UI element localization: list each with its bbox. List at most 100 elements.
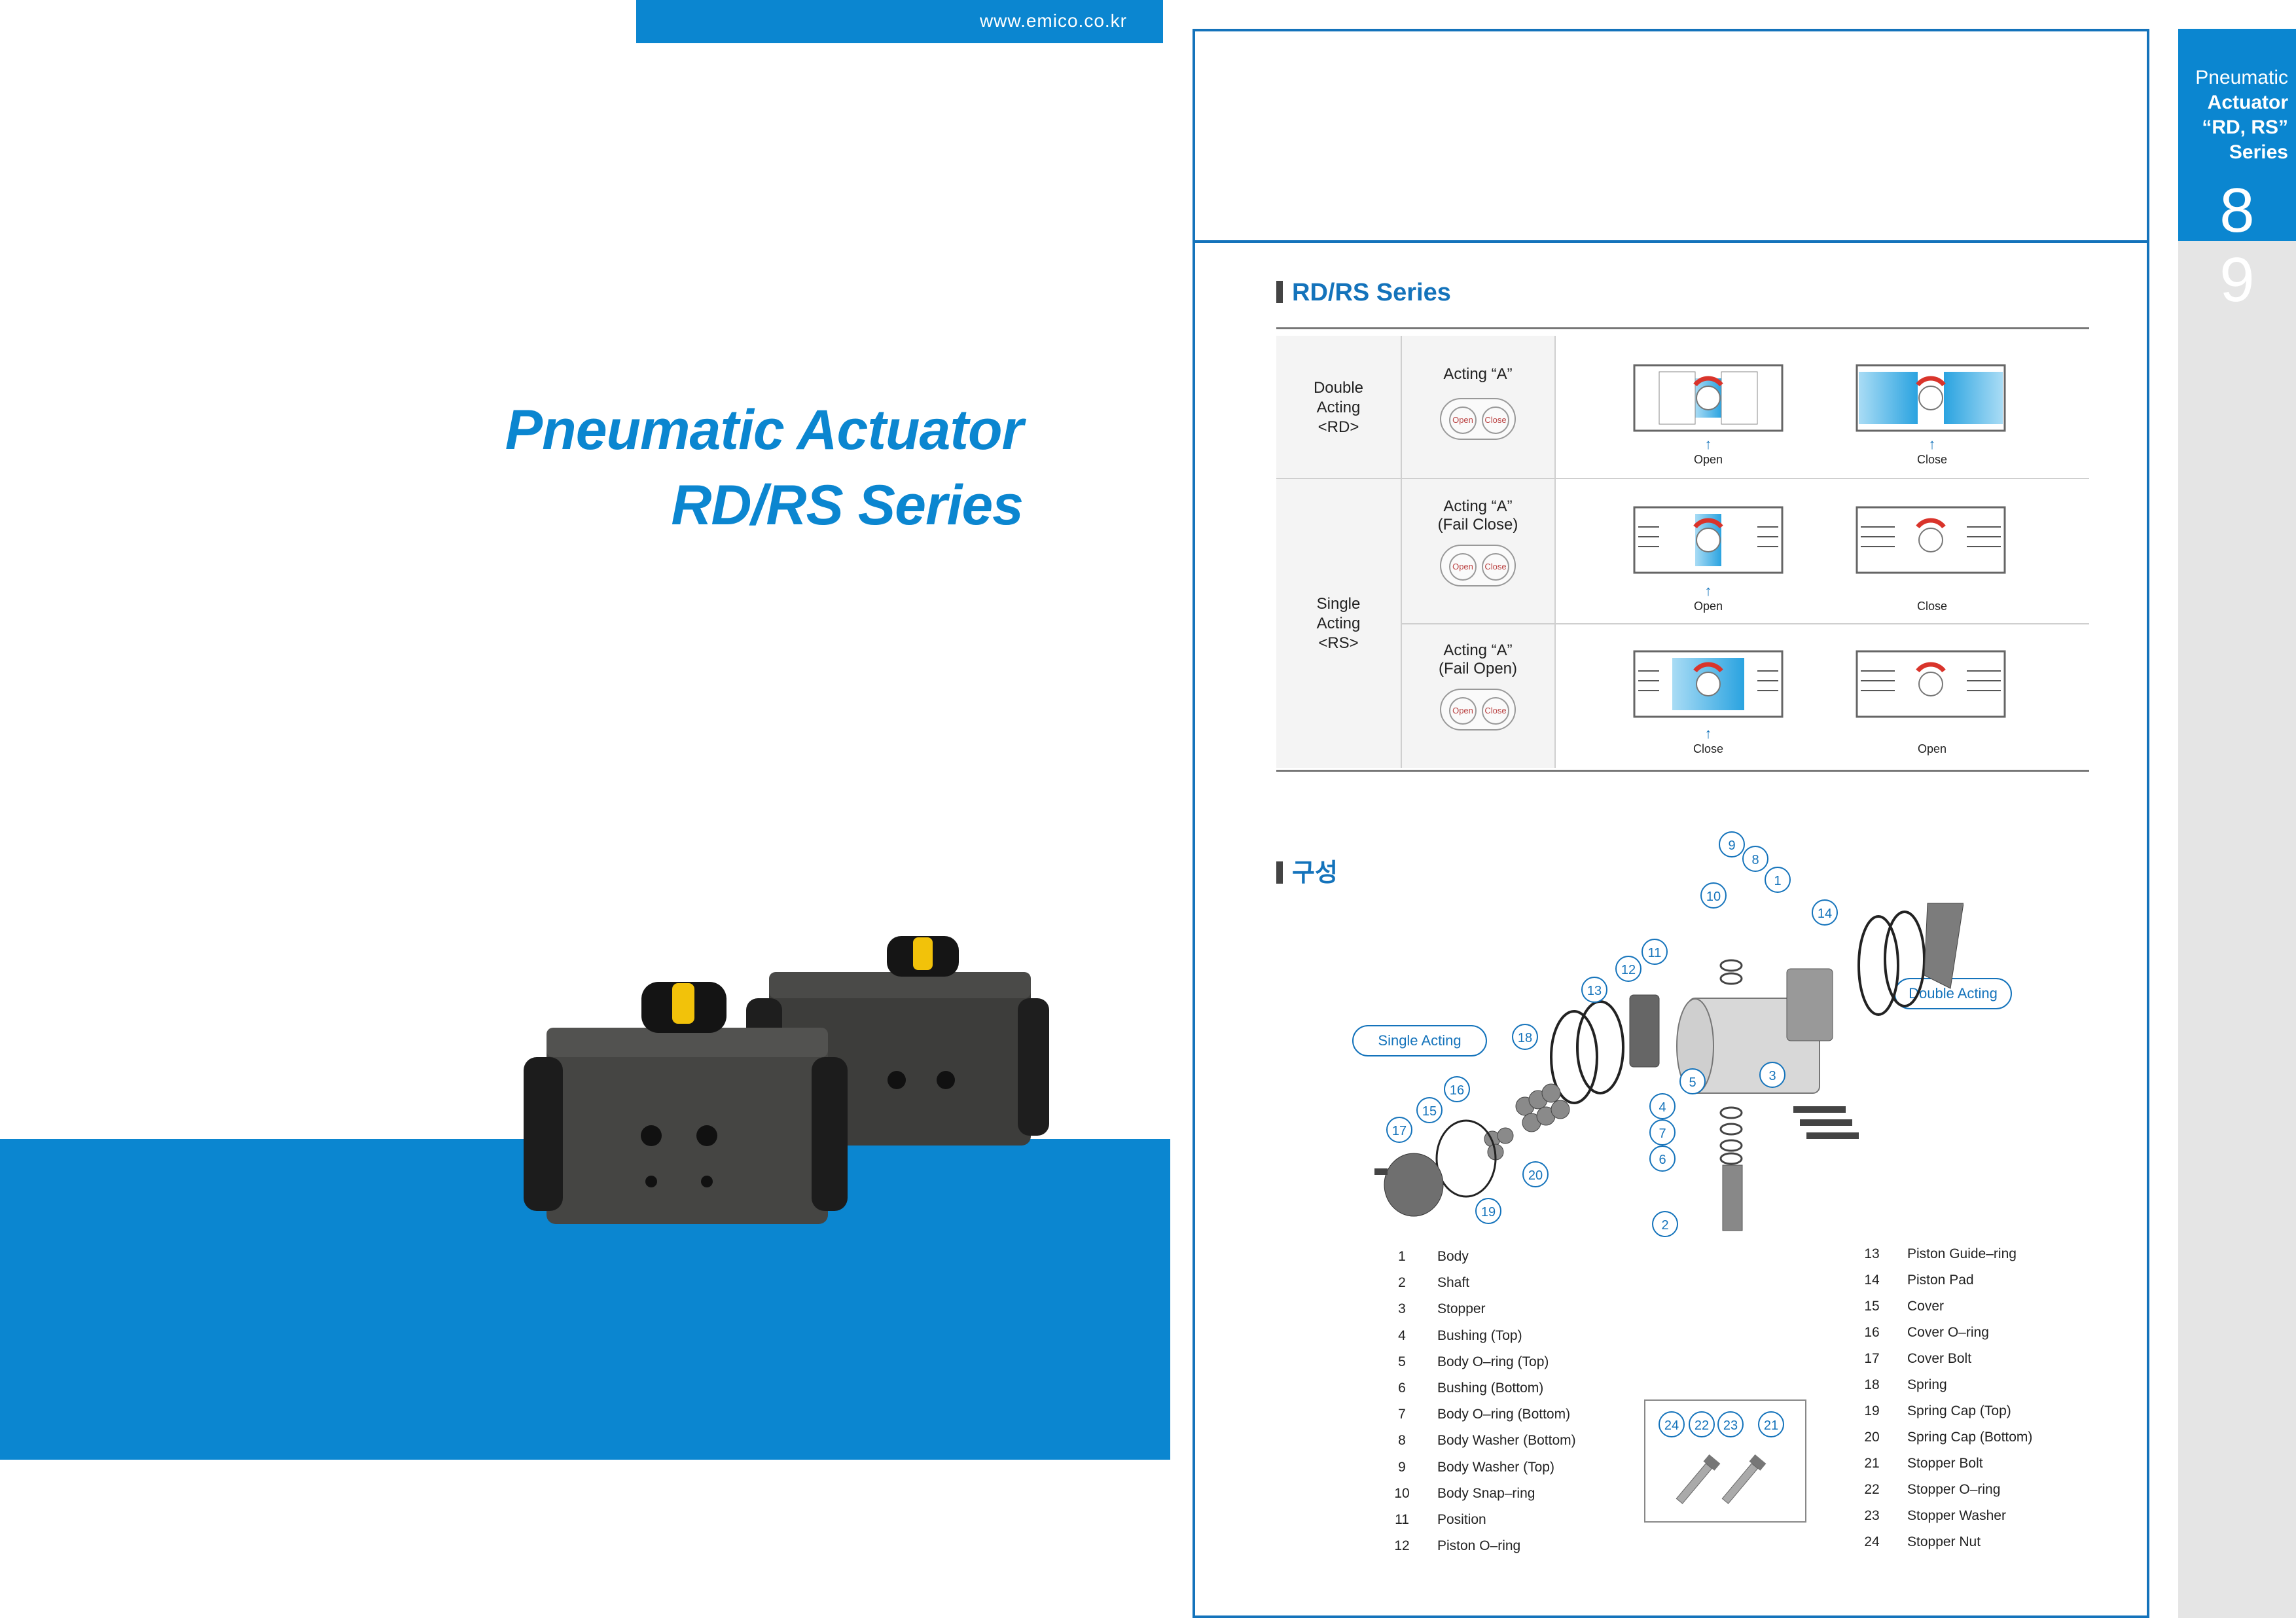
part-badge: 15 <box>1416 1097 1443 1123</box>
type-label-line: Acting <box>1316 615 1361 632</box>
table-bottom-rule <box>1276 770 2089 772</box>
cylinder-diagram-close <box>1856 364 2006 432</box>
type-label-single: Single Acting <RS> <box>1276 594 1401 653</box>
type-label-line: <RS> <box>1318 634 1359 652</box>
part-number: 19 <box>1864 1403 1880 1418</box>
part-name: Body Snap–ring <box>1437 1485 1535 1501</box>
part-number: 24 <box>1864 1534 1880 1549</box>
part-name: Bushing (Bottom) <box>1437 1380 1544 1396</box>
section-heading-parts: 구성 <box>1276 852 1338 888</box>
open-indicator: Open <box>1449 553 1477 581</box>
open-indicator: Open <box>1449 406 1477 434</box>
part-number: 3 <box>1398 1301 1406 1317</box>
close-indicator: Close <box>1482 553 1509 581</box>
state-caption: Open <box>1693 600 1723 613</box>
double-acting-tag: Double Acting <box>1894 978 2012 1009</box>
list-item: 3 Stopper <box>1382 1296 1576 1322</box>
part-badge: 5 <box>1679 1068 1706 1094</box>
part-number: 22 <box>1864 1482 1880 1497</box>
heading-bar <box>1276 861 1283 884</box>
open-indicator: Open <box>1449 697 1477 725</box>
part-name: Stopper O–ring <box>1907 1482 2001 1497</box>
part-name: Stopper <box>1437 1301 1486 1317</box>
open-close-indicator: Open Close <box>1440 398 1516 440</box>
part-badge: 4 <box>1649 1093 1676 1119</box>
part-number: 5 <box>1398 1354 1406 1369</box>
heading-bar <box>1276 281 1283 303</box>
list-item: 6 Bushing (Bottom) <box>1382 1375 1576 1401</box>
website-url: www.emico.co.kr <box>979 10 1127 31</box>
acting-label-line: Acting “A” <box>1443 497 1513 515</box>
part-name: Cover Bolt <box>1907 1351 1972 1366</box>
part-badge: 23 <box>1717 1411 1744 1437</box>
air-port-arrow-icon: ↑ <box>1704 436 1712 452</box>
state-caption: Open <box>1917 742 1947 755</box>
cylinder-diagram-fail-open-close <box>1633 650 1784 718</box>
part-badge: 21 <box>1758 1411 1784 1437</box>
part-name: Piston Pad <box>1907 1272 1974 1288</box>
part-number: 6 <box>1398 1380 1406 1396</box>
exploded-view-illustration <box>1374 903 1964 1231</box>
type-label-line: Acting <box>1316 399 1361 416</box>
part-number: 18 <box>1864 1377 1880 1392</box>
open-close-indicator: Open Close <box>1440 689 1516 731</box>
part-name: Piston Guide–ring <box>1907 1246 2017 1261</box>
section-heading-text: 구성 <box>1292 859 1338 887</box>
state-caption: Close <box>1693 742 1724 755</box>
part-badge: 17 <box>1386 1117 1412 1143</box>
actuator-product-image <box>524 936 1049 1224</box>
part-number: 8 <box>1398 1433 1406 1449</box>
part-number: 12 <box>1394 1538 1410 1554</box>
part-badge: 2 <box>1652 1211 1678 1237</box>
section-heading-text: RD/RS Series <box>1292 279 1451 306</box>
part-badge: 3 <box>1759 1062 1785 1088</box>
cylinder-diagram-spring-close <box>1856 506 2006 574</box>
chapter-label-line-3: “RD, RS” <box>2202 117 2288 138</box>
part-number: 21 <box>1864 1456 1880 1471</box>
chapter-label: Pneumatic Actuator “RD, RS” Series <box>2178 65 2288 165</box>
cylinder-diagram-spring-open <box>1633 506 1784 574</box>
part-badge: 20 <box>1522 1161 1549 1187</box>
part-badge: 10 <box>1700 882 1727 909</box>
table-col-divider <box>1554 336 1556 768</box>
part-number: 11 <box>1395 1512 1409 1528</box>
part-name: Body <box>1437 1249 1469 1264</box>
cylinder-diagram-open <box>1633 364 1784 432</box>
part-badge: 16 <box>1444 1076 1470 1102</box>
title-line-1: Pneumatic Actuator <box>505 399 1024 461</box>
air-port-arrow-icon: ↑ <box>1704 583 1712 599</box>
chapter-tab <box>2178 29 2296 1618</box>
part-badge: 7 <box>1649 1119 1676 1146</box>
single-acting-tag: Single Acting <box>1352 1025 1487 1056</box>
chapter-label-line-4: Series <box>2229 141 2288 163</box>
part-badge: 19 <box>1475 1198 1501 1224</box>
acting-label-row2: Acting “A” (Fail Close) <box>1402 497 1554 534</box>
list-item: 22 Stopper O–ring <box>1852 1477 2032 1503</box>
part-number: 4 <box>1398 1327 1406 1343</box>
stopper-bolt-illustration <box>1676 1454 1767 1504</box>
page-number-next: 9 <box>2219 245 2255 315</box>
part-badge: 22 <box>1689 1411 1715 1437</box>
part-name: Body Washer (Top) <box>1437 1459 1554 1475</box>
state-caption: Close <box>1916 600 1948 613</box>
part-name: Spring Cap (Bottom) <box>1907 1430 2033 1445</box>
acting-label-row3: Acting “A” (Fail Open) <box>1402 641 1554 678</box>
part-number: 23 <box>1864 1508 1880 1523</box>
air-port-arrow-icon: ↑ <box>1704 725 1712 742</box>
part-name: Body Washer (Bottom) <box>1437 1433 1576 1449</box>
type-label-line: Double <box>1313 379 1364 397</box>
